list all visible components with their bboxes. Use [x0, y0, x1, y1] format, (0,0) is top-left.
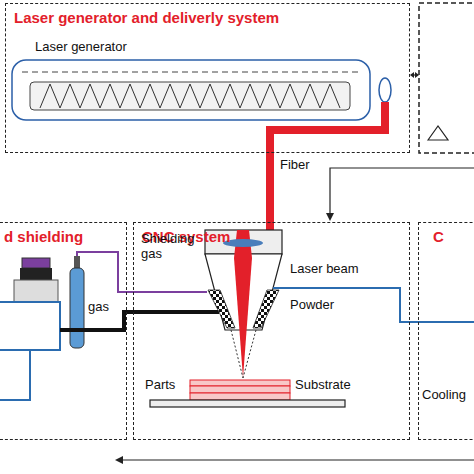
part-label: gas: [88, 300, 109, 315]
part-label: Laser beam: [290, 262, 359, 277]
system-box: C: [418, 222, 474, 440]
box-title: C: [433, 228, 444, 245]
part-label: Fiber: [280, 158, 310, 173]
system-box: Laser generator and deliverly system: [5, 3, 410, 153]
part-label: Parts: [145, 378, 175, 393]
part-label: Substrate: [295, 378, 351, 393]
part-label: Shielding gas: [141, 232, 201, 262]
box-title: Laser generator and deliverly system: [14, 9, 279, 26]
box-title: d shielding: [4, 228, 83, 245]
part-label: Powder: [290, 298, 334, 313]
system-box: d shielding: [0, 222, 127, 440]
system-box: CNC system: [133, 222, 410, 440]
part-label: Laser generator: [35, 40, 127, 55]
part-label: Cooling: [422, 388, 466, 403]
